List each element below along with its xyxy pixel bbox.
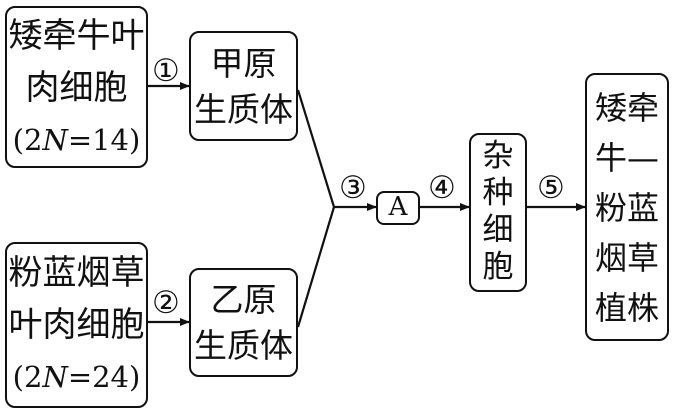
- cell-a-line-1: 矮牵牛叶: [8, 16, 145, 56]
- cell-b-line-2: 叶肉细胞: [8, 305, 145, 345]
- cell-b-line-1: 粉蓝烟草: [8, 253, 145, 293]
- step-2-label: ②: [152, 285, 180, 321]
- plant-line-3: 粉蓝: [594, 189, 659, 227]
- protoplast-a-box: 甲原 生质体: [189, 31, 298, 141]
- tobacco-mesophyll-cell-box: 粉蓝烟草 叶肉细胞 (2N=24): [5, 242, 148, 408]
- merge-line-bottom: [296, 206, 336, 328]
- hybrid-plant-box: 矮牵 牛— 粉蓝 烟草 植株: [585, 73, 669, 341]
- plant-line-4: 烟草: [594, 239, 659, 277]
- petunia-mesophyll-cell-box: 矮牵牛叶 肉细胞 (2N=14): [5, 6, 148, 168]
- protoplast-a-line-1: 甲原: [210, 44, 277, 83]
- cell-a-line-2: 肉细胞: [25, 68, 128, 108]
- protoplast-b-line-1: 乙原: [210, 280, 277, 319]
- fused-cell-a-box: A: [376, 191, 420, 225]
- cell-b-ploidy: (2N=24): [12, 360, 141, 394]
- plant-line-5: 植株: [594, 289, 659, 327]
- step-1-label: ①: [152, 53, 180, 89]
- protoplast-a-line-2: 生质体: [194, 90, 293, 129]
- hybrid-cell-char-2: 种: [482, 175, 514, 211]
- plant-line-2: 牛—: [594, 139, 659, 177]
- step-5-label: ⑤: [537, 170, 565, 206]
- hybrid-cell-char-4: 胞: [482, 249, 514, 285]
- merge-line-top: [296, 89, 336, 208]
- plant-line-1: 矮牵: [594, 89, 659, 127]
- fused-cell-a-label: A: [388, 192, 408, 222]
- hybrid-cell-box: 杂 种 细 胞: [469, 133, 527, 292]
- hybrid-cell-char-1: 杂: [482, 138, 514, 174]
- hybrid-cell-char-3: 细: [482, 212, 514, 248]
- protoplast-b-box: 乙原 生质体: [189, 268, 298, 377]
- step-3-label: ③: [339, 170, 367, 206]
- step-4-label: ④: [428, 170, 456, 206]
- cell-a-ploidy: (2N=14): [12, 123, 141, 157]
- protoplast-b-line-2: 生质体: [194, 326, 293, 365]
